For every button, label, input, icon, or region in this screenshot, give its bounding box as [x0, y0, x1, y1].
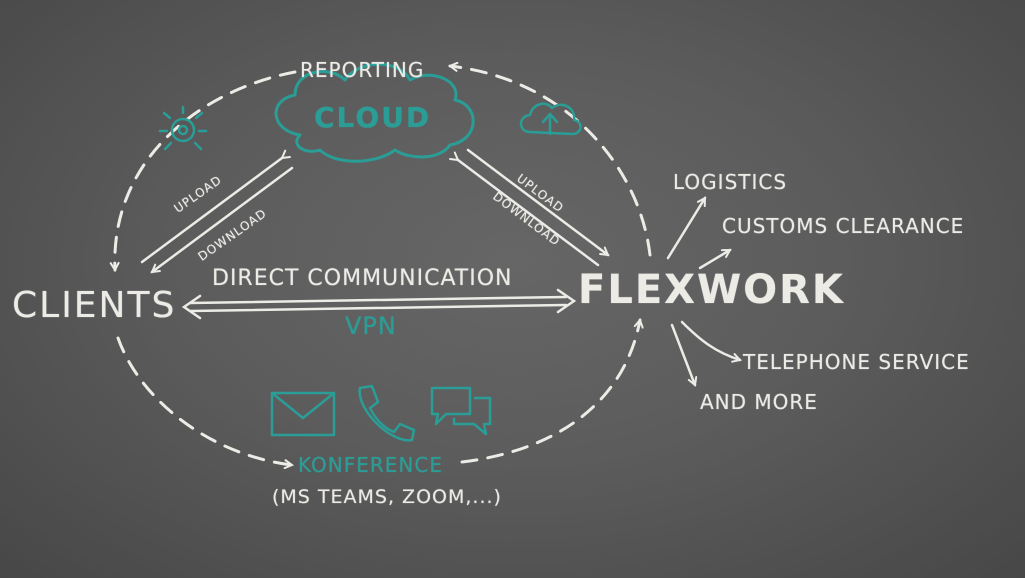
chat-icon: [430, 386, 492, 436]
envelope-icon: [270, 391, 336, 437]
dashed-arrow-clients-to-konference: [116, 336, 292, 465]
cloud-upload-icon: [519, 102, 582, 136]
reporting-label: REPORTING: [300, 58, 425, 82]
bug-icon: [158, 105, 208, 151]
dashed-arrow-reporting-to-clients: [115, 70, 297, 270]
konference-tools-label: (MS TEAMS, ZOOM,...): [272, 486, 502, 508]
vpn-label: VPN: [345, 312, 397, 340]
konference-label: KONFERENCE: [298, 453, 443, 477]
cloud-outline: [274, 62, 475, 163]
direct-communication-label: DIRECT COMMUNICATION: [212, 266, 513, 291]
service-customs-clearance: CUSTOMS CLEARANCE: [722, 214, 965, 238]
service-telephone: TELEPHONE SERVICE: [743, 350, 970, 374]
flexwork-label: FLEXWORK: [578, 267, 845, 313]
service-logistics: LOGISTICS: [673, 170, 788, 194]
cloud-label: CLOUD: [314, 101, 432, 134]
phone-icon: [358, 384, 416, 442]
dashed-arrow-flexwork-to-reporting: [450, 66, 652, 257]
clients-label: CLIENTS: [12, 285, 177, 326]
dashed-arrow-konference-to-flexwork: [460, 320, 640, 464]
service-and-more: AND MORE: [700, 390, 818, 414]
